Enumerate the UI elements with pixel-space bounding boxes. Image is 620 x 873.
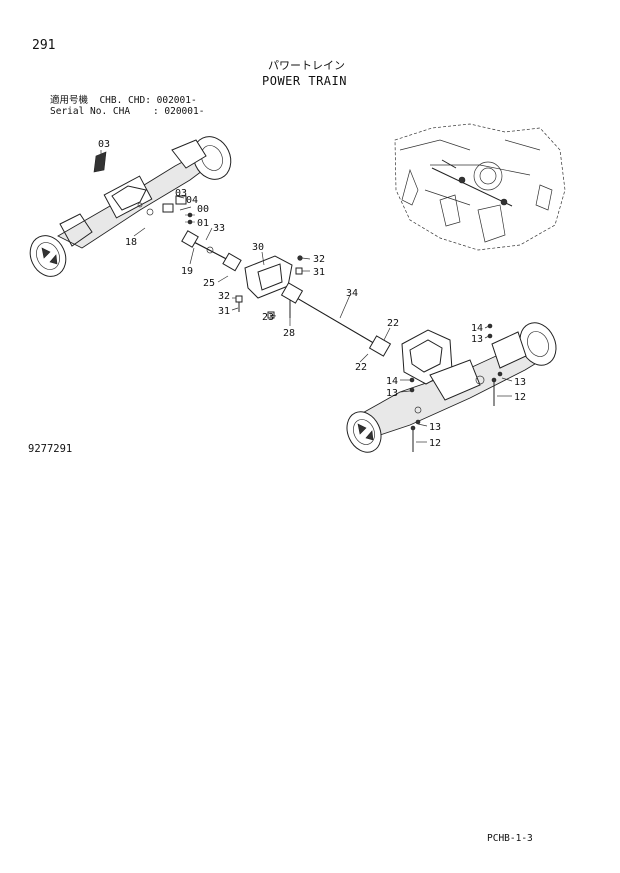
callout-25: 25 <box>203 278 215 289</box>
front-small-parts <box>162 195 195 225</box>
callout-34: 34 <box>346 288 358 299</box>
machine-overview-inset <box>394 123 566 251</box>
callout-03-a: 03 <box>98 139 110 150</box>
callout-13-a: 13 <box>471 334 483 345</box>
callout-14-a: 14 <box>471 323 483 334</box>
front-axle <box>29 136 232 277</box>
figure-number: 9277291 <box>28 443 73 455</box>
callout-01: 01 <box>197 218 209 229</box>
callout-23: 23 <box>262 312 274 323</box>
page-number: 291 <box>32 38 56 53</box>
callout-13-b: 13 <box>386 388 398 399</box>
rear-axle <box>346 322 557 453</box>
center-bearing-bracket <box>235 255 303 312</box>
callout-14-b: 14 <box>386 376 398 387</box>
callout-12-b: 12 <box>429 438 441 449</box>
callout-13-d: 13 <box>429 422 441 433</box>
serial-applicability-line-1: 適用号機 CHB. CHD: 002001- <box>50 95 197 106</box>
callout-19: 19 <box>181 266 193 277</box>
callout-12-a: 12 <box>514 392 526 403</box>
page-title: POWER TRAIN <box>262 74 347 88</box>
callout-labels: 03 03 04 00 01 33 18 19 30 32 31 25 32 3… <box>98 139 526 449</box>
front-propeller-shaft <box>181 230 242 272</box>
callout-30: 30 <box>252 242 264 253</box>
page-code: PCHB-1-3 <box>487 833 533 844</box>
title-japanese: パワートレイン <box>268 59 345 72</box>
callout-32-a: 32 <box>313 254 325 265</box>
callout-03-b: 03 <box>175 188 187 199</box>
serial-applicability-line-2: Serial No. CHA : 020001- <box>50 106 205 117</box>
callout-04: 04 <box>186 195 198 206</box>
callout-33: 33 <box>213 223 225 234</box>
callout-22-a: 22 <box>387 318 399 329</box>
rear-propeller-shaft <box>267 282 392 357</box>
rear-fasteners <box>409 323 503 452</box>
callout-31-b: 31 <box>218 306 230 317</box>
callout-22-b: 22 <box>355 362 367 373</box>
callout-00: 00 <box>197 204 209 215</box>
callout-31-a: 31 <box>313 267 325 278</box>
callout-18: 18 <box>125 237 137 248</box>
callout-32-b: 32 <box>218 291 230 302</box>
leader-lines <box>100 150 513 443</box>
callout-13-c: 13 <box>514 377 526 388</box>
callout-28: 28 <box>283 328 295 339</box>
